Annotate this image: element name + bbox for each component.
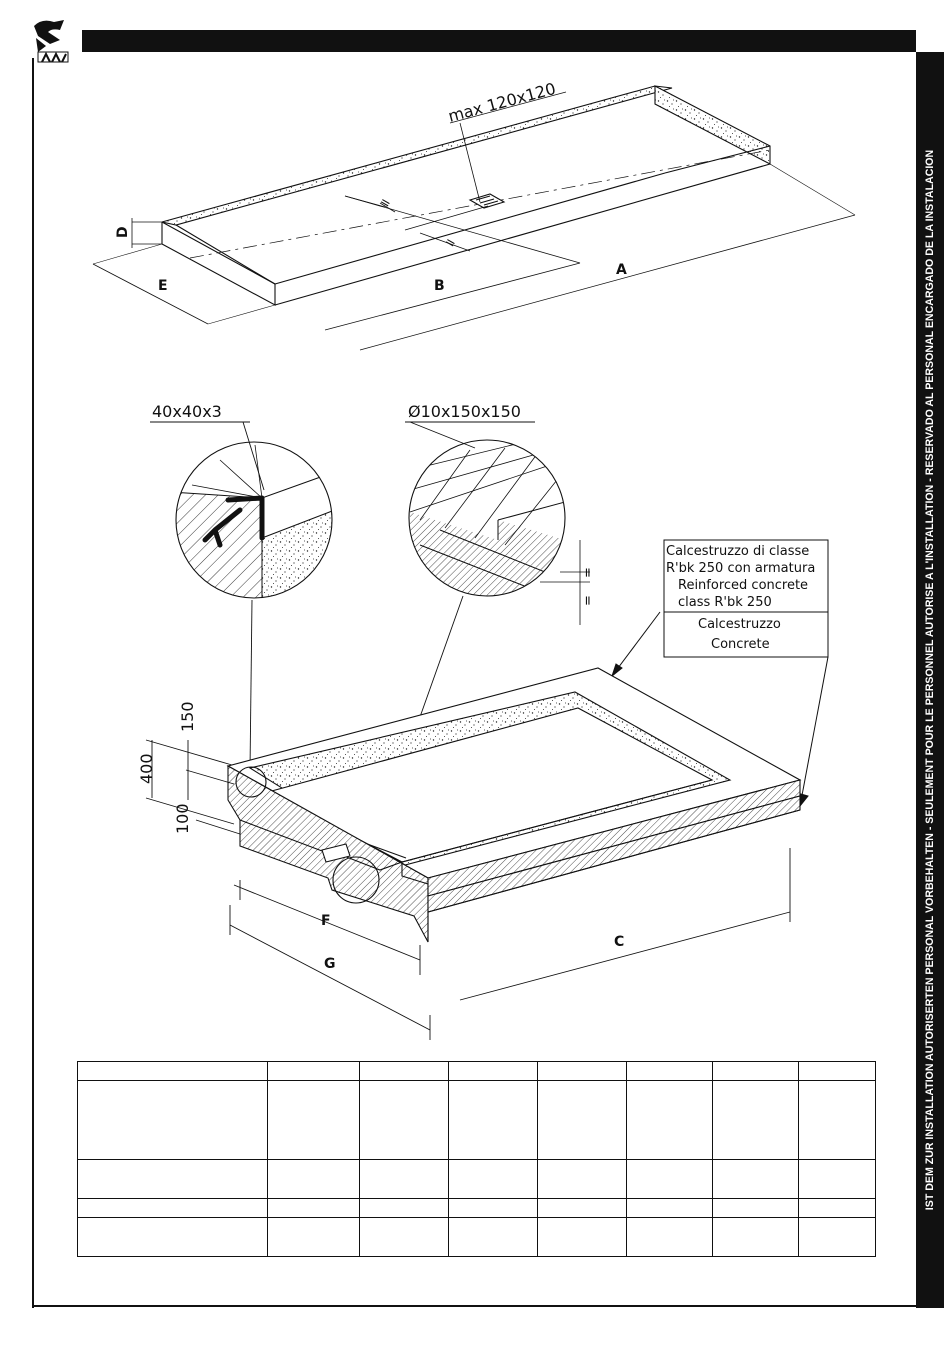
height-100-label: 100 bbox=[173, 803, 192, 834]
table-cell bbox=[359, 1061, 449, 1081]
legend-line-2: R'bk 250 con armatura bbox=[666, 561, 815, 576]
table-cell bbox=[448, 1080, 538, 1160]
table-cell bbox=[359, 1217, 449, 1257]
legend-line-4: class R'bk 250 bbox=[678, 595, 772, 610]
legend-line-1: Calcestruzzo di classe bbox=[666, 544, 809, 559]
section-drawing bbox=[145, 667, 802, 1040]
table-cell bbox=[798, 1217, 876, 1257]
table-cell bbox=[712, 1159, 799, 1199]
table-cell bbox=[798, 1080, 876, 1160]
table-cell bbox=[537, 1080, 627, 1160]
table-cell bbox=[359, 1198, 449, 1218]
table-row bbox=[77, 1217, 876, 1257]
table-cell bbox=[448, 1198, 538, 1218]
legend-line-5: Calcestruzzo bbox=[698, 617, 781, 632]
mesh-size-label: Ø10x150x150 bbox=[408, 402, 521, 421]
table-cell bbox=[712, 1061, 799, 1081]
table-cell bbox=[626, 1080, 713, 1160]
table-row bbox=[77, 1080, 876, 1160]
table-cell bbox=[448, 1217, 538, 1257]
slab-right-curb bbox=[654, 85, 771, 165]
table-cell bbox=[267, 1217, 360, 1257]
table-cell bbox=[626, 1061, 713, 1081]
table-cell bbox=[448, 1061, 538, 1081]
table-cell bbox=[537, 1159, 627, 1199]
table-cell bbox=[267, 1080, 360, 1160]
height-400-label: 400 bbox=[137, 753, 156, 784]
table-cell bbox=[77, 1198, 268, 1218]
table-cell bbox=[712, 1198, 799, 1218]
table-cell bbox=[77, 1159, 268, 1199]
table-cell bbox=[267, 1159, 360, 1199]
table-row bbox=[77, 1198, 876, 1218]
dimension-c-label: C bbox=[614, 934, 624, 950]
table-cell bbox=[712, 1080, 799, 1160]
table-cell bbox=[537, 1217, 627, 1257]
table-cell bbox=[359, 1159, 449, 1199]
reinforcement-mesh-detail bbox=[361, 421, 590, 881]
dimension-d-label: D bbox=[115, 226, 131, 238]
table-cell bbox=[537, 1198, 627, 1218]
table-cell bbox=[798, 1198, 876, 1218]
legend-line-6: Concrete bbox=[711, 637, 770, 652]
height-150-label: 150 bbox=[178, 701, 197, 732]
table-cell bbox=[267, 1198, 360, 1218]
table-cell bbox=[626, 1159, 713, 1199]
slab-front-edge bbox=[161, 221, 276, 306]
dimension-e-label: E bbox=[158, 278, 168, 294]
dimension-f-label: F bbox=[321, 913, 331, 929]
table-cell bbox=[77, 1217, 268, 1257]
table-cell bbox=[77, 1061, 268, 1081]
equal-mark: = bbox=[581, 567, 596, 578]
dimension-table bbox=[77, 1061, 876, 1257]
top-slab-drawing bbox=[92, 85, 856, 351]
equal-mark: = bbox=[581, 595, 596, 606]
table-cell bbox=[712, 1217, 799, 1257]
angle-profile-label: 40x40x3 bbox=[152, 402, 222, 421]
table-cell bbox=[626, 1198, 713, 1218]
concrete-legend bbox=[610, 539, 829, 808]
header-bar bbox=[82, 30, 916, 52]
dimension-g-label: G bbox=[324, 956, 336, 972]
table-cell bbox=[448, 1159, 538, 1199]
table-cell bbox=[267, 1061, 360, 1081]
dimension-a-label: A bbox=[616, 262, 627, 278]
table-row bbox=[77, 1061, 876, 1081]
manufacturer-logo bbox=[34, 20, 69, 63]
equal-mark: = bbox=[442, 234, 459, 252]
table-cell bbox=[359, 1080, 449, 1160]
side-bar bbox=[916, 52, 944, 1308]
table-cell bbox=[537, 1061, 627, 1081]
table-cell bbox=[626, 1217, 713, 1257]
table-cell bbox=[798, 1061, 876, 1081]
table-cell bbox=[77, 1080, 268, 1160]
dimension-b-label: B bbox=[434, 278, 445, 294]
legend-line-3: Reinforced concrete bbox=[678, 578, 808, 593]
table-cell bbox=[798, 1159, 876, 1199]
slab-back-curb bbox=[161, 85, 673, 226]
frame-bottom-border bbox=[32, 1305, 916, 1307]
frame-left-border bbox=[32, 58, 34, 1308]
table-row bbox=[77, 1159, 876, 1199]
